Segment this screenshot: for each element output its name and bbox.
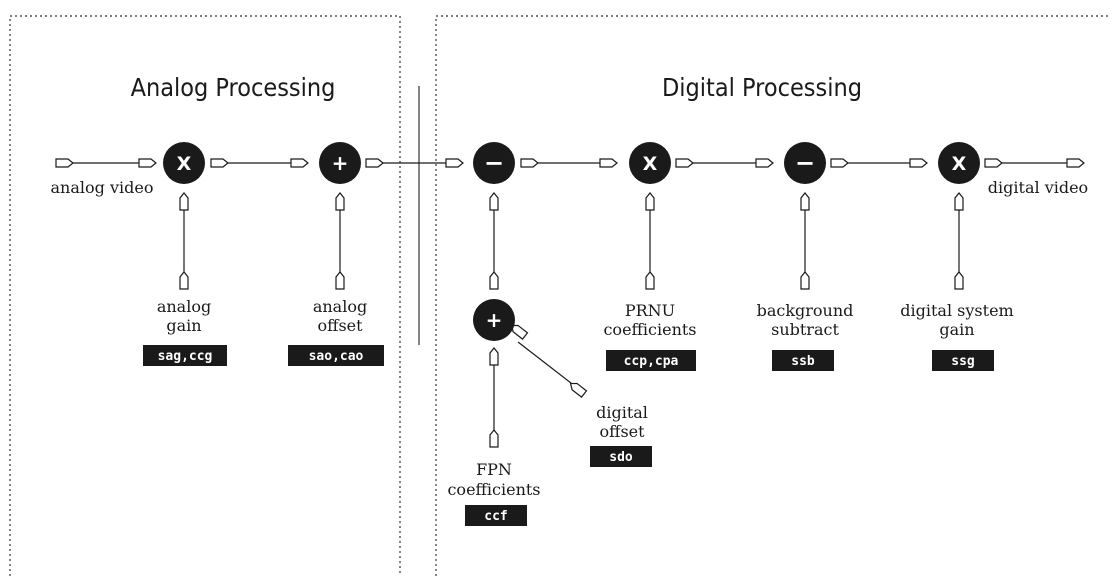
svg-text:X: X	[643, 153, 658, 175]
param-fpn-command-badge: ccf	[465, 505, 527, 526]
svg-text:background: background	[757, 301, 854, 320]
param-background-command-badge: ssb	[772, 350, 834, 371]
svg-text:subtract: subtract	[771, 320, 839, 339]
operator-fpn-subtract: −	[473, 142, 515, 184]
param-fpn-coefficients: FPN coefficients	[447, 460, 540, 499]
output-label: digital video	[988, 178, 1088, 197]
operator-analog-gain-multiply: X	[163, 142, 205, 184]
param-analog-gain: analog gain	[157, 297, 211, 335]
svg-text:PRNU: PRNU	[625, 301, 675, 320]
svg-text:coefficients: coefficients	[447, 480, 540, 499]
svg-text:analog: analog	[157, 297, 211, 316]
param-digital-system-gain: digital system gain	[900, 301, 1013, 339]
param-digital-gain-command-badge: ssg	[932, 350, 994, 371]
analog-section-title: Analog Processing	[131, 73, 336, 102]
operator-prnu-multiply: X	[629, 142, 671, 184]
operator-background-subtract: −	[784, 142, 826, 184]
input-label: analog video	[51, 178, 154, 197]
svg-text:−: −	[795, 149, 815, 177]
svg-text:sao,cao: sao,cao	[309, 349, 364, 364]
svg-text:ccp,cpa: ccp,cpa	[624, 354, 679, 369]
svg-text:ccf: ccf	[484, 509, 507, 524]
svg-text:digital system: digital system	[900, 301, 1013, 320]
operator-fpn-offset-add: +	[473, 299, 515, 341]
svg-text:sdo: sdo	[609, 450, 633, 465]
svg-text:FPN: FPN	[476, 460, 512, 479]
svg-text:+: +	[332, 151, 349, 175]
param-prnu-command-badge: ccp,cpa	[606, 350, 696, 371]
svg-text:offset: offset	[317, 316, 363, 335]
parameter-feed-arrows	[179, 192, 964, 448]
operator-digital-gain-multiply: X	[938, 142, 980, 184]
svg-text:gain: gain	[939, 320, 974, 339]
param-background-subtract: background subtract	[757, 301, 854, 339]
svg-text:digital: digital	[596, 403, 648, 422]
digital-section-title: Digital Processing	[662, 73, 862, 102]
digital-section-box	[435, 15, 1108, 576]
svg-text:analog: analog	[313, 297, 367, 316]
svg-text:ssg: ssg	[951, 354, 974, 369]
param-prnu-coefficients: PRNU coefficients	[603, 301, 696, 339]
svg-text:gain: gain	[166, 316, 201, 335]
param-analog-offset-command-badge: sao,cao	[288, 345, 384, 366]
svg-text:X: X	[952, 153, 967, 175]
parameter-feed-lines	[183, 207, 960, 430]
param-analog-offset: analog offset	[313, 297, 367, 335]
svg-text:sag,ccg: sag,ccg	[158, 349, 213, 364]
param-digital-offset: digital offset	[596, 403, 648, 441]
svg-text:+: +	[486, 308, 503, 332]
param-analog-gain-command-badge: sag,ccg	[143, 345, 227, 366]
analog-section-box	[9, 15, 401, 576]
operator-analog-offset-add: +	[319, 142, 361, 184]
svg-text:X: X	[177, 153, 192, 175]
svg-text:−: −	[484, 149, 504, 177]
svg-text:offset: offset	[599, 422, 645, 441]
param-digital-offset-command-badge: sdo	[590, 446, 652, 467]
svg-text:coefficients: coefficients	[603, 320, 696, 339]
svg-text:ssb: ssb	[791, 354, 815, 369]
